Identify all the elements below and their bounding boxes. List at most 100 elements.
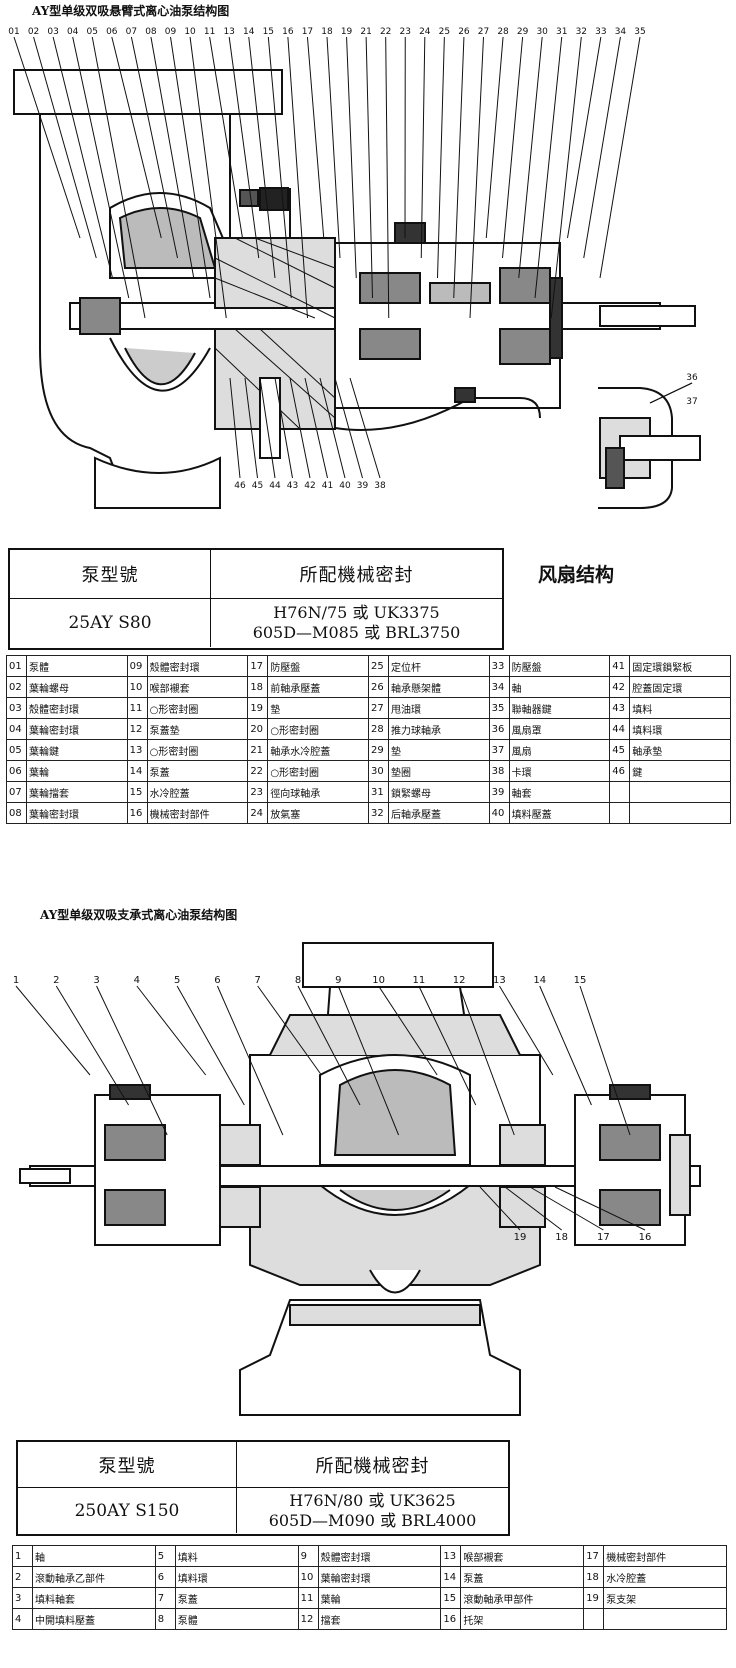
part-callout: 30 xyxy=(536,27,548,37)
part-name: 卡環 xyxy=(508,760,611,782)
part-name: 填料軸套 xyxy=(32,1587,156,1609)
part-name: 填料 xyxy=(174,1545,299,1567)
leader-line xyxy=(111,36,162,239)
mechanical-seal-header-2: 所配機械密封 xyxy=(315,1455,430,1477)
seal-option-2: 605D—M085 或 BRL3750 xyxy=(252,623,461,642)
part-callout: 31 xyxy=(556,27,567,37)
part-callout: 06 xyxy=(106,27,118,37)
part-callout: 13 xyxy=(223,27,234,37)
leader-line xyxy=(189,36,227,319)
part-name: 推力球軸承 xyxy=(387,718,490,740)
part-number: 24 xyxy=(247,802,269,824)
part-callout: 1 xyxy=(13,975,19,986)
leader-line xyxy=(136,985,207,1076)
part-name: 水冷腔蓋 xyxy=(603,1566,727,1588)
part-name: 軸承水冷腔蓋 xyxy=(267,739,369,761)
part-number: 8 xyxy=(154,1608,176,1630)
part-name: 殼體密封環 xyxy=(26,697,128,719)
part-callout: 4 xyxy=(134,975,140,986)
part-number: 07 xyxy=(6,781,27,803)
leader-line xyxy=(13,36,81,239)
leader-line xyxy=(502,36,524,259)
part-name: 防壓盤 xyxy=(508,655,611,677)
leader-line xyxy=(130,36,178,259)
leader-line xyxy=(248,36,276,279)
part-name: 葉輪密封環 xyxy=(26,802,128,824)
seal-option-1-2: H76N/80 或 UK3625 xyxy=(289,1490,456,1510)
part-name: 風扇罩 xyxy=(508,718,611,740)
leader-line xyxy=(418,985,477,1106)
part-name: 放氣塞 xyxy=(267,802,369,824)
leader-line xyxy=(567,36,602,239)
pump-model-value-2: 250AY S150 xyxy=(74,1500,180,1521)
part-number: 36 xyxy=(488,718,510,740)
part-name xyxy=(629,802,731,824)
leader-line xyxy=(550,36,582,319)
leader-line xyxy=(599,36,641,279)
part-number: 35 xyxy=(488,697,510,719)
leader-line xyxy=(228,36,260,259)
leader-line xyxy=(365,36,373,299)
part-number: 16 xyxy=(440,1608,462,1630)
leader-line xyxy=(306,36,325,239)
leader-line xyxy=(257,985,322,1076)
part-number: 42 xyxy=(609,676,631,698)
part-callout: 44 xyxy=(269,481,281,491)
part-name: ○形密封圈 xyxy=(146,739,249,761)
pump-model-header: 泵型號 xyxy=(81,565,139,586)
part-callout: 11 xyxy=(412,975,425,986)
part-number: 12 xyxy=(126,718,148,740)
part-number: 27 xyxy=(367,697,389,719)
part-number: 40 xyxy=(488,802,510,824)
part-number: 31 xyxy=(367,781,389,803)
mechanical-seal-header: 所配機械密封 xyxy=(299,565,414,586)
part-name: 填料環 xyxy=(174,1566,299,1588)
part-callout: 35 xyxy=(634,27,645,37)
part-number: 18 xyxy=(247,676,269,698)
part-callout: 18 xyxy=(321,27,333,37)
leader-line xyxy=(458,985,515,1136)
part-number: 14 xyxy=(126,760,148,782)
part-name: 固定環鎖緊板 xyxy=(629,655,731,677)
part-number: 28 xyxy=(367,718,389,740)
part-callout: 24 xyxy=(419,27,431,37)
leader-line xyxy=(479,1186,521,1231)
part-number: 16 xyxy=(126,802,148,824)
part-name: 后軸承壓蓋 xyxy=(387,802,490,824)
part-name: 葉輪螺母 xyxy=(26,676,128,698)
part-callout: 39 xyxy=(357,481,369,491)
part-name: 葉輪密封環 xyxy=(317,1566,442,1588)
part-name: 葉輪擋套 xyxy=(26,781,128,803)
leader-line xyxy=(437,36,445,279)
fan-detail xyxy=(598,387,701,509)
leader-line xyxy=(170,36,211,299)
leader-line xyxy=(518,36,543,279)
part-callout: 42 xyxy=(304,481,315,491)
part-callout: 41 xyxy=(322,481,333,491)
part-number: 33 xyxy=(488,655,510,677)
part-name: 喉部襯套 xyxy=(146,676,249,698)
part-callout: 2 xyxy=(53,975,59,986)
part-callout: 8 xyxy=(295,975,301,986)
part-name: 泵蓋 xyxy=(174,1587,299,1609)
leader-line xyxy=(52,36,113,279)
part-name: 殼體密封環 xyxy=(317,1545,442,1567)
figure2-title: AY型单级双吸支承式离心油泵结构图 xyxy=(40,908,238,922)
part-callout: 7 xyxy=(255,975,261,986)
part-callout: 5 xyxy=(174,975,180,986)
leader-line xyxy=(304,377,328,479)
part-number: 06 xyxy=(6,760,27,782)
part-callout: 26 xyxy=(458,27,470,37)
part-number: 18 xyxy=(583,1566,605,1588)
part-callout: 17 xyxy=(597,1232,610,1243)
part-number: 29 xyxy=(367,739,389,761)
part-number xyxy=(609,781,631,803)
part-callout: 3 xyxy=(93,975,99,986)
